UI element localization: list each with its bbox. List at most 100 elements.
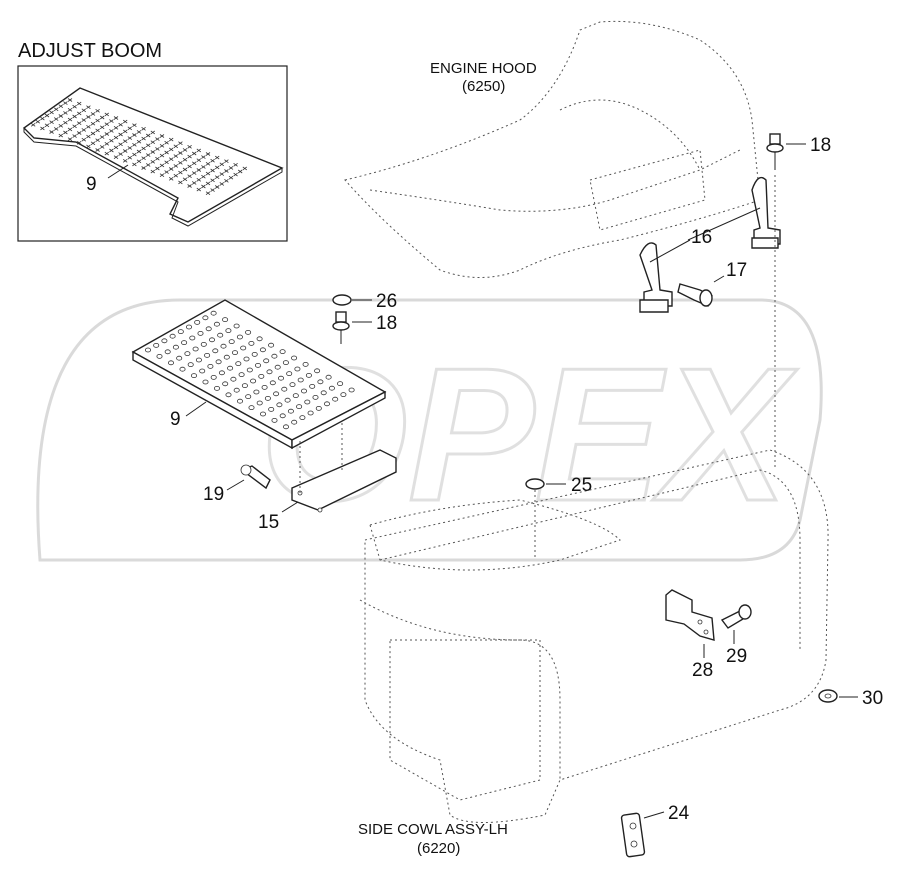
perforation-hole xyxy=(196,177,202,182)
perforation-hole xyxy=(168,137,174,142)
perforation-hole xyxy=(150,140,156,145)
perforation-hole xyxy=(348,387,355,393)
perforation-hole xyxy=(150,169,156,174)
perforation-hole xyxy=(317,379,324,385)
perforation-hole xyxy=(205,161,211,166)
perforation-hole xyxy=(305,372,312,378)
callout-nut-17: 17 xyxy=(726,260,747,281)
bracket-28: 28 xyxy=(665,589,715,681)
perforation-hole xyxy=(155,147,160,151)
perforation-hole xyxy=(228,339,235,345)
perforation-hole xyxy=(281,386,288,392)
perforation-hole xyxy=(58,114,64,118)
perforation-hole xyxy=(245,329,252,335)
perforation-hole xyxy=(227,365,234,371)
perforation-hole xyxy=(169,333,176,339)
perforation-hole xyxy=(222,317,229,323)
perforation-hole xyxy=(122,139,128,144)
perforation-hole xyxy=(90,141,96,146)
perforation-hole xyxy=(178,160,183,165)
perforation-hole xyxy=(159,163,165,168)
callout-bracket-28: 28 xyxy=(692,660,713,681)
perforation-hole xyxy=(63,130,68,135)
perforation-hole xyxy=(196,158,202,163)
bolt-18-right: 18 xyxy=(766,133,831,470)
nut-17: 17 xyxy=(677,260,747,307)
perforation-hole xyxy=(287,408,294,414)
perforation-hole xyxy=(86,124,91,129)
perforation-hole xyxy=(248,405,255,411)
perforation-hole xyxy=(202,379,209,385)
perforation-hole xyxy=(86,105,91,110)
perforation-hole xyxy=(259,347,266,353)
perforation-hole xyxy=(155,156,160,161)
callout-plate-9: 9 xyxy=(170,409,181,430)
perforation-hole xyxy=(261,384,268,390)
perforation-hole xyxy=(113,145,119,150)
perforation-hole xyxy=(118,152,123,156)
callout-cap-25: 25 xyxy=(571,475,592,496)
perforation-hole xyxy=(276,402,283,408)
perforation-hole xyxy=(44,113,50,118)
perforation-hole xyxy=(145,133,151,138)
watermark-text: OPEX xyxy=(260,329,798,541)
perforation-hole xyxy=(246,367,253,373)
perforation-hole xyxy=(145,143,151,148)
perforation-hole xyxy=(67,117,73,122)
perforation-hole xyxy=(95,128,100,133)
strap-24: 24 xyxy=(620,803,690,858)
floor-plate: 9 xyxy=(131,299,387,450)
perforation-hole xyxy=(219,162,225,167)
perforation-hole xyxy=(248,340,255,346)
perforation-hole xyxy=(109,129,114,133)
perforation-hole xyxy=(302,361,309,367)
perforation-hole xyxy=(230,376,237,382)
perforation-hole xyxy=(304,399,311,405)
perforation-hole xyxy=(207,363,214,369)
perforation-hole xyxy=(300,388,307,394)
perforation-hole xyxy=(132,142,137,147)
perforation-hole xyxy=(224,178,229,183)
perforation-hole xyxy=(122,119,128,124)
perforation-hole xyxy=(228,175,234,180)
perforation-hole xyxy=(236,398,243,404)
perforation-hole xyxy=(200,341,207,347)
perforation-hole xyxy=(53,127,59,131)
perforation-hole xyxy=(150,150,156,154)
perforation-hole xyxy=(208,337,215,343)
perforation-hole xyxy=(30,122,36,127)
perforation-hole xyxy=(204,352,211,358)
perforation-hole xyxy=(72,134,77,138)
perforation-hole xyxy=(113,155,119,160)
perforation-hole xyxy=(181,340,188,346)
callout-bolt-29: 29 xyxy=(726,646,747,667)
perforation-hole xyxy=(210,310,217,316)
perforation-hole xyxy=(233,172,238,177)
perforation-hole xyxy=(168,147,174,152)
perforation-hole xyxy=(210,158,215,163)
perforation-hole xyxy=(95,118,100,123)
perforation-hole xyxy=(178,141,183,146)
perforation-hole xyxy=(136,159,142,164)
perforation-hole xyxy=(173,144,179,149)
perforation-hole xyxy=(136,130,142,134)
perforation-hole xyxy=(173,164,179,168)
cap-25: 25 xyxy=(525,475,592,560)
perforation-hole xyxy=(296,404,303,410)
perforation-hole xyxy=(269,380,276,386)
perforation-hole xyxy=(76,101,82,106)
perforation-hole xyxy=(235,361,242,367)
side-cowl: SIDE COWL ASSY-LH (6220) xyxy=(358,449,829,857)
perforation-hole xyxy=(63,101,68,105)
bolt-19: 19 xyxy=(203,464,271,505)
perforation-hole xyxy=(245,394,252,400)
perforation-hole xyxy=(233,162,238,167)
perforation-hole xyxy=(164,170,169,174)
perforation-hole xyxy=(320,390,327,396)
perforation-hole xyxy=(187,174,192,179)
perforation-hole xyxy=(201,165,206,169)
perforation-hole xyxy=(67,98,73,102)
perforation-hole xyxy=(251,351,258,357)
perforation-hole xyxy=(220,343,227,349)
perforation-hole xyxy=(196,168,202,172)
